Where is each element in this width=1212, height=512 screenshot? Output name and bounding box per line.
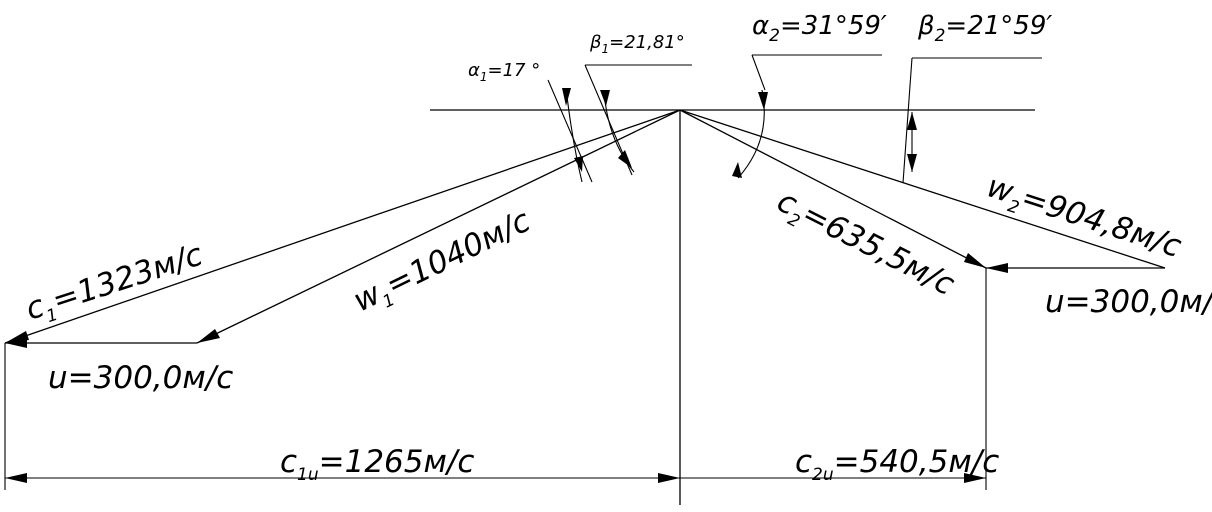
- alpha2-arc: [737, 89, 765, 179]
- beta1-arrow-top: [600, 90, 610, 106]
- c1-label: c1=1323м/с: [21, 237, 208, 333]
- c1u-right-arrowhead: [658, 473, 680, 483]
- alpha1-label: α1=17 °: [468, 60, 540, 84]
- c1u-left-arrowhead: [5, 473, 27, 483]
- c1-vector: [4, 109, 681, 344]
- alpha2-arrow-top: [758, 92, 768, 110]
- alpha2-label: α2=31°59′: [752, 11, 887, 46]
- beta2-leader-diag: [902, 57, 913, 184]
- c1u-label: c1u=1265м/с: [280, 444, 474, 485]
- u1-arrowhead: [5, 338, 27, 348]
- w1-arrowhead: [197, 329, 220, 343]
- alpha1-leader: [547, 79, 593, 183]
- w2-label: w2=904,8м/с: [981, 168, 1186, 269]
- alpha2-leader-diag: [751, 54, 766, 91]
- w1-vector: [196, 109, 681, 344]
- u2-label: u=300,0м/с: [1045, 284, 1212, 320]
- u1-label: u=300,0м/с: [48, 360, 233, 396]
- c2-vector: [679, 109, 987, 269]
- beta2-label: β2=21°59′: [917, 11, 1052, 46]
- alpha1-arrow-bottom: [574, 156, 583, 172]
- beta2-arrow-bottom: [907, 154, 917, 172]
- beta1-label: β1=21,81°: [589, 32, 685, 56]
- c2-arrowhead: [964, 253, 986, 268]
- alpha1-arc: [565, 87, 583, 183]
- w1-label: w1=1040м/с: [348, 203, 538, 324]
- c2u-label: c2u=540,5м/с: [795, 444, 999, 485]
- c2-label: c2=635,5м/с: [769, 183, 960, 307]
- beta1-leader-diag: [584, 64, 633, 176]
- w2-vector: [679, 109, 1166, 269]
- u2-arrowhead: [986, 263, 1008, 273]
- beta1-arc: [603, 91, 635, 173]
- alpha2-arrow-bottom: [732, 162, 742, 178]
- c2u-right-arrowhead: [964, 473, 986, 483]
- alpha1-arrow-top: [562, 88, 571, 106]
- beta2-arrow-top: [907, 112, 917, 130]
